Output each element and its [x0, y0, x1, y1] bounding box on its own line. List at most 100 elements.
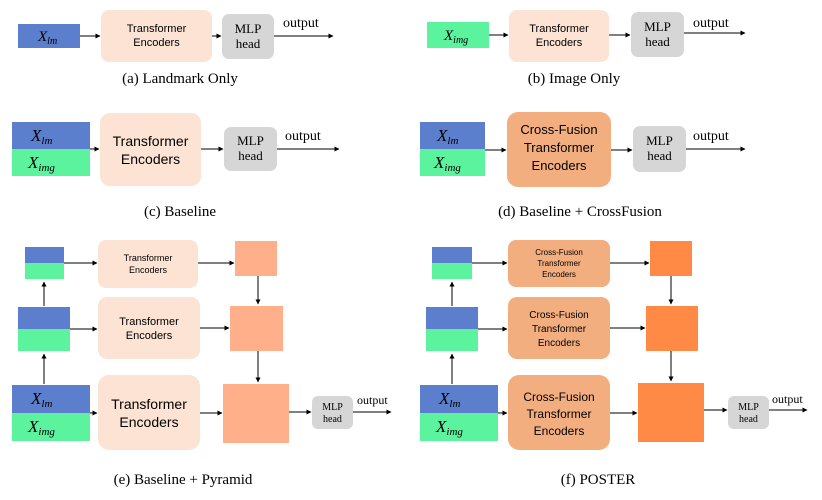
svg-text:Ximg: Ximg	[433, 153, 461, 174]
svg-text:Xlm: Xlm	[436, 126, 458, 147]
x-lm-input	[12, 122, 90, 149]
transformer-encoders-small	[98, 240, 198, 288]
svg-text:Encoders: Encoders	[126, 330, 173, 342]
cross-fusion-encoders-mid	[508, 297, 610, 359]
x-img-input	[420, 149, 485, 176]
pyramid-feature-large	[223, 384, 289, 443]
caption-c: (c) Baseline	[144, 204, 216, 220]
mlp-head-box	[224, 127, 277, 171]
panel-f: Xlm Ximg Cross-Fusion Transformer Encode…	[420, 240, 808, 488]
mlp-head-box	[222, 14, 274, 59]
x-lm-input	[18, 24, 80, 48]
cross-fusion-encoders-small	[508, 240, 610, 287]
svg-text:Transformer: Transformer	[127, 23, 187, 35]
svg-text:MLP: MLP	[646, 133, 673, 148]
transformer-encoders-mid	[98, 297, 200, 359]
pyramid-feature-mid	[646, 306, 698, 351]
svg-text:MLP: MLP	[738, 402, 759, 413]
output-label: output	[772, 392, 803, 406]
pyramid-mid-lm	[426, 307, 478, 329]
svg-text:Cross-Fusion: Cross-Fusion	[529, 310, 588, 321]
svg-text:Ximg: Ximg	[435, 417, 463, 438]
svg-text:Transformer: Transformer	[529, 23, 589, 35]
pyramid-small-lm	[432, 247, 472, 263]
svg-text:Encoders: Encoders	[542, 270, 576, 279]
svg-text:Xlm: Xlm	[30, 389, 52, 410]
pyramid-feature-large	[638, 383, 704, 442]
pyramid-mid-img	[426, 329, 478, 351]
pyramid-feature-mid	[230, 306, 283, 351]
svg-text:Encoders: Encoders	[534, 424, 585, 438]
svg-text:Encoders: Encoders	[133, 37, 180, 49]
svg-text:Transformer: Transformer	[124, 253, 173, 263]
x-img-input	[12, 413, 90, 441]
pyramid-small-img	[25, 263, 64, 279]
x-lm-input	[12, 385, 90, 413]
svg-text:Ximg: Ximg	[27, 417, 55, 438]
panel-c: Xlm Ximg Transformer Encoders MLP head o…	[12, 113, 340, 220]
output-label: output	[693, 16, 729, 31]
panel-d: Xlm Ximg Cross-Fusion Transformer Encode…	[420, 112, 746, 220]
svg-text:Transformer: Transformer	[527, 407, 592, 421]
pyramid-small-img	[432, 263, 472, 279]
output-label: output	[283, 16, 319, 31]
svg-text:head: head	[647, 148, 672, 163]
svg-text:MLP: MLP	[235, 21, 262, 36]
svg-text:Encoders: Encoders	[121, 151, 180, 167]
svg-text:Cross-Fusion: Cross-Fusion	[535, 248, 583, 257]
svg-text:Cross-Fusion: Cross-Fusion	[523, 390, 594, 404]
mlp-head-box	[631, 12, 684, 57]
svg-text:Xlm: Xlm	[30, 126, 52, 147]
svg-text:head: head	[323, 414, 342, 425]
panel-b: Ximg Transformer Encoders MLP head outpu…	[427, 10, 746, 87]
caption-f: (f) POSTER	[561, 472, 636, 488]
svg-text:Transformer: Transformer	[119, 316, 179, 328]
svg-text:Encoders: Encoders	[532, 158, 587, 173]
x-img-input	[12, 149, 90, 176]
svg-text:Ximg: Ximg	[27, 153, 55, 174]
x-lm-input	[420, 385, 498, 413]
pyramid-feature-small	[235, 241, 277, 276]
output-label: output	[285, 129, 321, 144]
mlp-head-box	[312, 396, 353, 429]
mlp-head-box	[633, 126, 686, 172]
svg-text:Ximg: Ximg	[443, 28, 468, 46]
svg-text:Encoders: Encoders	[538, 338, 580, 349]
cross-fusion-encoders-box	[507, 112, 611, 187]
panel-e: Xlm Ximg Transformer Encoders Transforme…	[12, 240, 392, 488]
caption-e: (e) Baseline + Pyramid	[114, 472, 253, 488]
panel-a: Xlm Transformer Encoders MLP head output…	[18, 10, 334, 87]
caption-d: (d) Baseline + CrossFusion	[498, 204, 662, 220]
svg-text:head: head	[236, 36, 261, 51]
svg-text:Transformer: Transformer	[524, 140, 595, 155]
svg-text:Xlm: Xlm	[438, 389, 460, 410]
output-label: output	[693, 129, 729, 144]
svg-text:Xlm: Xlm	[37, 29, 57, 47]
svg-text:Transformer: Transformer	[113, 133, 189, 149]
svg-text:head: head	[739, 414, 758, 425]
svg-text:head: head	[238, 148, 263, 163]
svg-text:MLP: MLP	[644, 19, 671, 34]
svg-text:Encoders: Encoders	[119, 414, 178, 430]
x-lm-input	[420, 122, 485, 149]
svg-text:Cross-Fusion: Cross-Fusion	[520, 122, 597, 137]
x-img-input	[427, 22, 489, 48]
x-img-input	[420, 413, 498, 441]
pyramid-mid-img	[18, 329, 70, 351]
svg-text:Transformer: Transformer	[537, 259, 581, 268]
svg-text:MLP: MLP	[322, 402, 343, 413]
cross-fusion-encoders-large	[508, 375, 610, 450]
transformer-encoders-box	[100, 113, 201, 186]
svg-text:Encoders: Encoders	[129, 265, 168, 275]
caption-b: (b) Image Only	[528, 71, 621, 87]
svg-text:Transformer: Transformer	[111, 396, 187, 412]
transformer-encoders-large	[98, 375, 200, 450]
transformer-encoders-box	[509, 10, 609, 62]
output-label: output	[357, 393, 388, 407]
svg-text:Transformer: Transformer	[532, 324, 587, 335]
pyramid-mid-lm	[18, 307, 70, 329]
transformer-encoders-box	[101, 10, 212, 62]
svg-text:Encoders: Encoders	[536, 37, 583, 49]
pyramid-small-lm	[25, 247, 64, 263]
